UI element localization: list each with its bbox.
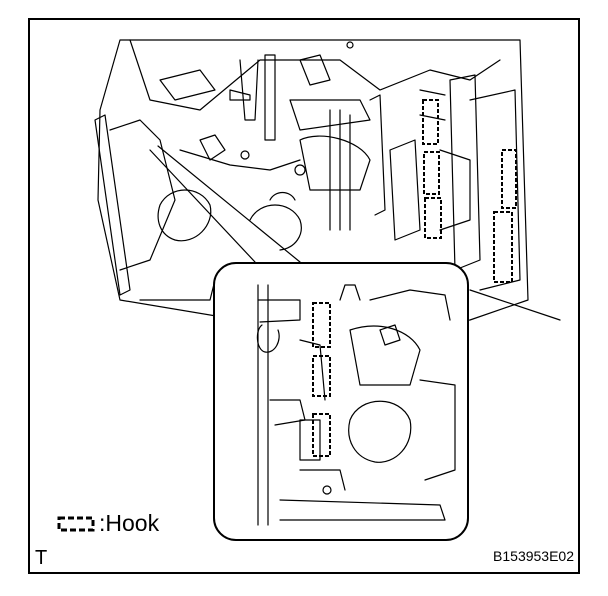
hook-marker-4: [501, 149, 517, 209]
inset-pulley: [348, 400, 412, 463]
hook-icon: [57, 516, 95, 531]
legend-label: Hook: [105, 510, 160, 536]
bracket-left: [94, 114, 131, 296]
hook-marker-5: [493, 211, 513, 283]
legend-separator: :: [99, 510, 106, 536]
pulley-left: [157, 189, 212, 242]
illustration-frame: [28, 18, 580, 574]
inset-hook-marker-1: [312, 302, 331, 348]
leader-line-2: [157, 145, 301, 263]
legend: : Hook: [57, 510, 159, 537]
hook-marker-3: [424, 197, 442, 239]
hook-marker-1: [422, 99, 439, 145]
connector-clip: [199, 134, 226, 161]
inset-sensor: [349, 325, 421, 386]
leader-line-1: [149, 149, 256, 263]
engine-outline: [97, 39, 529, 331]
pipe-vertical: [239, 59, 259, 121]
corner-mark: T: [35, 547, 48, 569]
hook-marker-2: [423, 151, 440, 195]
detail-inset: [213, 262, 469, 541]
sensor-housing: [299, 135, 371, 191]
figure-code: B153953E02: [493, 548, 574, 564]
inset-hook-marker-2: [312, 355, 331, 397]
inset-hook-marker-3: [312, 413, 331, 457]
